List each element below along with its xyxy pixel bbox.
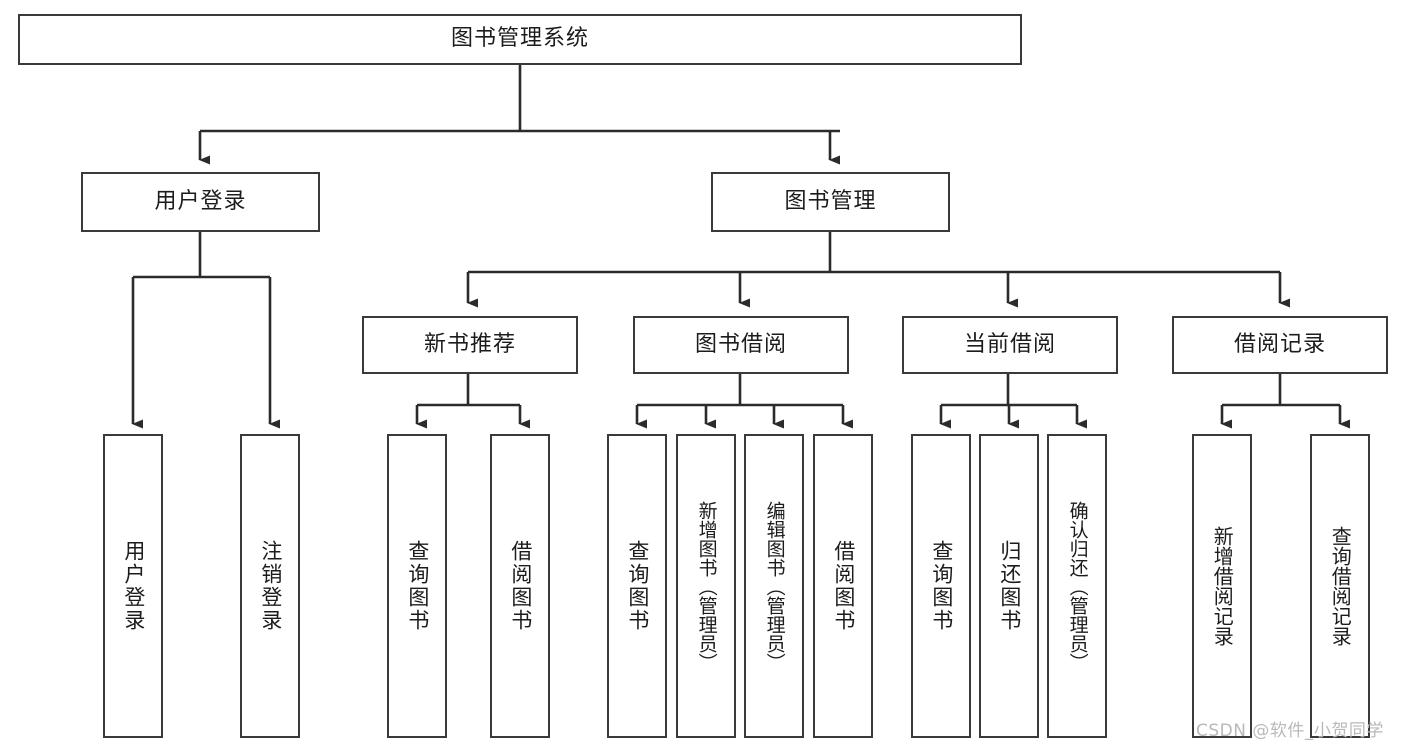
node-leaf-user-login[interactable]: 用户登录 <box>103 434 163 738</box>
node-book-borrow[interactable]: 图书借阅 <box>633 316 849 374</box>
node-root-label: 图书管理系统 <box>450 26 589 52</box>
node-leaf-return-book[interactable]: 归还图书 <box>979 434 1039 738</box>
node-book-management-label: 图书管理 <box>784 188 877 214</box>
node-leaf-query-book-3-label: 查询图书 <box>929 540 954 632</box>
node-leaf-query-book-2[interactable]: 查询图书 <box>607 434 667 738</box>
node-current-borrow[interactable]: 当前借阅 <box>902 316 1118 374</box>
node-leaf-user-login-label: 用户登录 <box>121 540 146 632</box>
node-leaf-add-borrow-record-label: 新增借阅记录 <box>1210 526 1235 646</box>
node-leaf-add-book[interactable]: 新增图书（管理员） <box>676 434 736 738</box>
node-leaf-borrow-book-2[interactable]: 借阅图书 <box>813 434 873 738</box>
node-leaf-return-book-label: 归还图书 <box>997 540 1022 632</box>
node-leaf-add-book-label: 新增图书（管理员） <box>695 500 718 672</box>
node-leaf-confirm-return-label: 确认归还（管理员） <box>1066 500 1089 672</box>
node-leaf-query-borrow-record[interactable]: 查询借阅记录 <box>1310 434 1370 738</box>
node-leaf-query-book-1[interactable]: 查询图书 <box>387 434 447 738</box>
node-new-book-recommend[interactable]: 新书推荐 <box>362 316 578 374</box>
node-leaf-query-borrow-record-label: 查询借阅记录 <box>1328 526 1353 646</box>
node-leaf-borrow-book-2-label: 借阅图书 <box>831 540 856 632</box>
node-leaf-add-borrow-record[interactable]: 新增借阅记录 <box>1192 434 1252 738</box>
node-leaf-query-book-1-label: 查询图书 <box>405 540 430 632</box>
node-leaf-query-book-2-label: 查询图书 <box>625 540 650 632</box>
node-leaf-borrow-book-1-label: 借阅图书 <box>508 540 533 632</box>
node-borrow-record-label: 借阅记录 <box>1233 331 1326 357</box>
node-leaf-query-book-3[interactable]: 查询图书 <box>911 434 971 738</box>
node-leaf-confirm-return[interactable]: 确认归还（管理员） <box>1047 434 1107 738</box>
node-new-book-recommend-label: 新书推荐 <box>423 331 516 357</box>
node-current-borrow-label: 当前借阅 <box>963 331 1056 357</box>
node-leaf-logout-login-label: 注销登录 <box>258 540 283 632</box>
node-leaf-borrow-book-1[interactable]: 借阅图书 <box>490 434 550 738</box>
node-root[interactable]: 图书管理系统 <box>18 14 1022 65</box>
watermark: CSDN @软件_小贺同学 <box>1196 721 1384 741</box>
node-leaf-edit-book[interactable]: 编辑图书（管理员） <box>744 434 804 738</box>
node-book-borrow-label: 图书借阅 <box>694 331 787 357</box>
node-book-management[interactable]: 图书管理 <box>711 172 950 232</box>
node-user-login[interactable]: 用户登录 <box>81 172 320 232</box>
node-borrow-record[interactable]: 借阅记录 <box>1172 316 1388 374</box>
node-leaf-logout-login[interactable]: 注销登录 <box>240 434 300 738</box>
node-user-login-label: 用户登录 <box>154 188 247 214</box>
node-leaf-edit-book-label: 编辑图书（管理员） <box>763 500 786 672</box>
